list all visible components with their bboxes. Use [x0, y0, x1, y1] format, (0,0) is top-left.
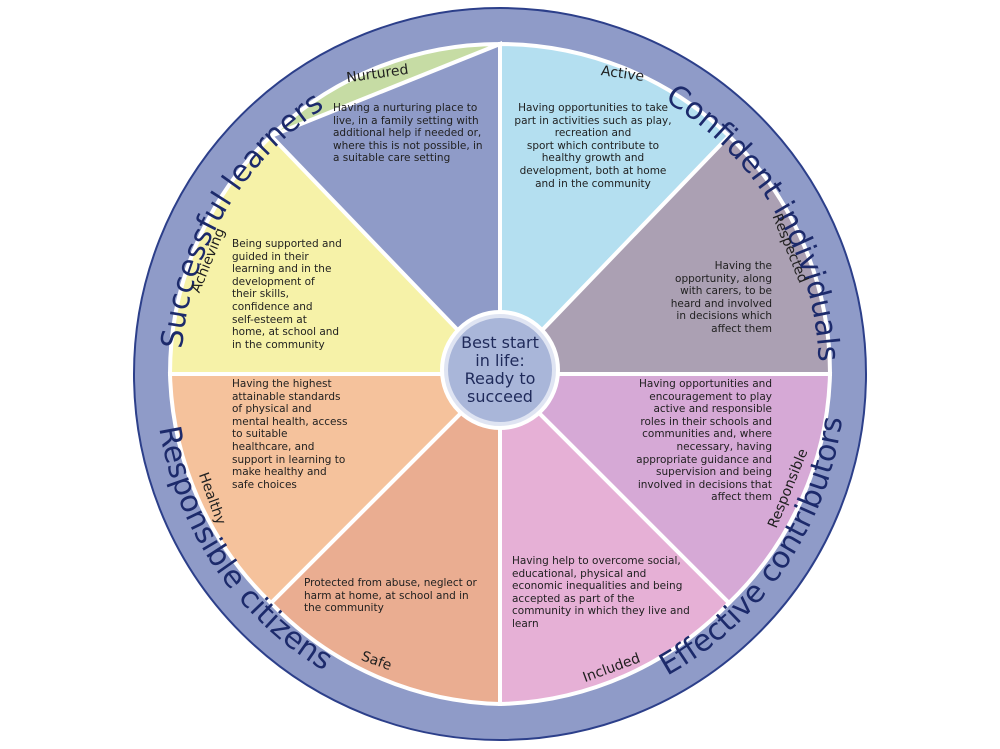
segment-text-achieving: Being supported and guided in their lear… [232, 238, 342, 351]
segment-text-respected: Having the opportunity, along with carer… [670, 260, 772, 335]
segment-text-responsible: Having opportunities and encouragement t… [636, 378, 772, 504]
center-line-4: succeed [467, 387, 533, 406]
segment-group [167, 41, 833, 707]
segment-safe [268, 369, 502, 707]
center-line-3: Ready to [465, 369, 536, 388]
center-hub-inner [448, 318, 552, 422]
segment-achieving [167, 133, 505, 376]
center-line-1: Best start [461, 333, 539, 352]
segment-respected [495, 133, 833, 376]
segment-responsible [495, 372, 833, 606]
segment-nurtured [269, 41, 502, 374]
center-line-2: in life: [475, 351, 524, 370]
segment-text-safe: Protected from abuse, neglect or harm at… [304, 577, 477, 615]
segment-active [498, 41, 732, 379]
segment-text-included: Having help to overcome social, educatio… [512, 555, 690, 630]
segment-included [498, 369, 732, 707]
segment-text-healthy: Having the highest attainable standards … [232, 378, 348, 491]
segment-healthy [167, 372, 505, 606]
segment-text-nurtured: Having a nurturing place to live, in a f… [333, 102, 483, 165]
segment-text-active: Having opportunities to take part in act… [514, 102, 672, 190]
segment-title-active: Active [600, 63, 645, 85]
